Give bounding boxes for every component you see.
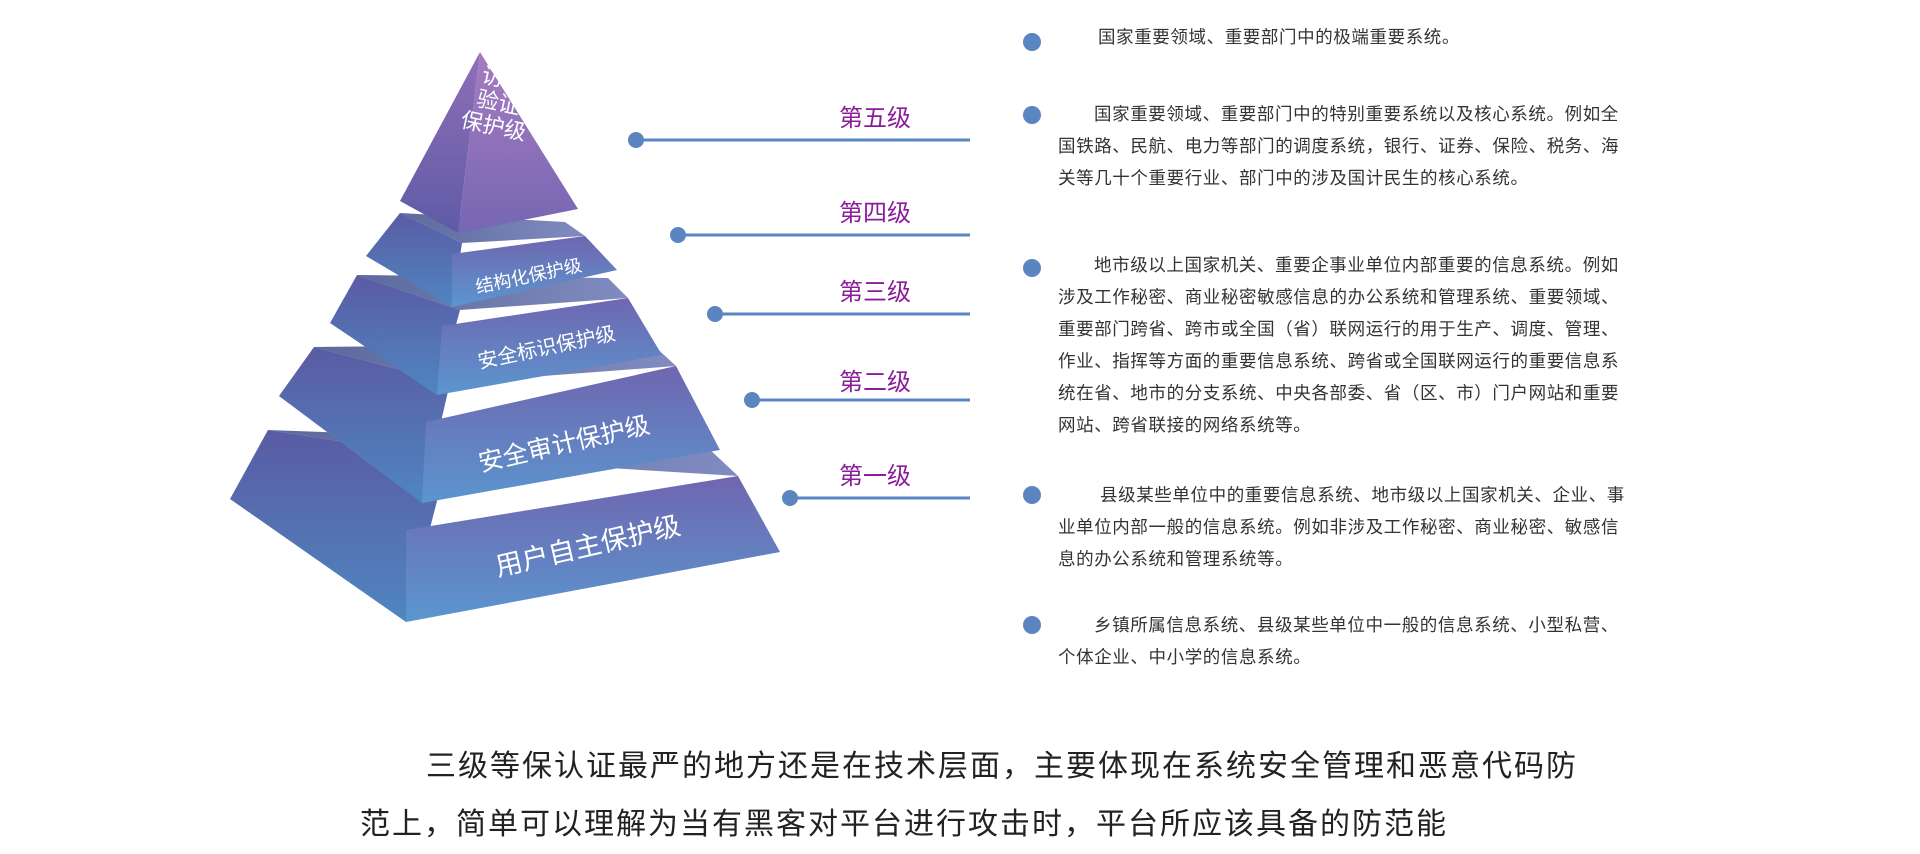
- tier-5-front-face: [458, 52, 578, 233]
- level-label: 第二级: [839, 368, 911, 396]
- pyramid-svg: 访问验证保护级 结构化保护级 安全标识保护级 安全审计保护级 用户自主保护级 第…: [230, 33, 1041, 634]
- body-paragraph: 三级等保认证最严的地方还是在技术层面，主要体现在系统安全管理和恶意代码防范上，简…: [360, 749, 1578, 842]
- tier-3-left-face: [330, 275, 460, 395]
- level-label: 第三级: [839, 278, 911, 306]
- description-bullets: [1023, 33, 1041, 634]
- level-line-dot: [628, 132, 644, 148]
- tier-5-left-face: [400, 52, 480, 233]
- tier-4-front-face: [452, 236, 617, 307]
- tier-2-left-face: [279, 347, 450, 503]
- bullet-dot: [1023, 259, 1041, 277]
- description-level-5: 国家重要领域、重要部门中的极端重要系统。: [1098, 28, 1460, 48]
- level-line-dot: [707, 306, 723, 322]
- tier-4-left-face: [366, 213, 462, 307]
- level-label: 第五级: [839, 104, 911, 132]
- level-line-dot: [782, 490, 798, 506]
- description-level-4: 国家重要领域、重要部门中的特别重要系统以及核心系统。例如全国铁路、民航、电力等部…: [1058, 105, 1620, 189]
- security-levels-diagram: 访问验证保护级 结构化保护级 安全标识保护级 安全审计保护级 用户自主保护级 第…: [230, 28, 1625, 842]
- bullet-dot: [1023, 106, 1041, 124]
- level-label: 第一级: [839, 462, 911, 490]
- level-label: 第四级: [839, 199, 911, 227]
- bullet-dot: [1023, 33, 1041, 51]
- description-level-2: 县级某些单位中的重要信息系统、地市级以上国家机关、企业、事业单位内部一般的信息系…: [1058, 486, 1625, 570]
- tier-5-label: 访问验证保护级: [458, 61, 538, 146]
- description-level-3: 地市级以上国家机关、重要企事业单位内部重要的信息系统。例如涉及工作秘密、商业秘密…: [1058, 256, 1620, 436]
- tier-3-front-face: [437, 298, 662, 395]
- description-level-1: 乡镇所属信息系统、县级某些单位中一般的信息系统、小型私营、个体企业、中小学的信息…: [1058, 616, 1619, 668]
- level-line-dot: [744, 392, 760, 408]
- tier-1-front-face: [406, 476, 780, 622]
- level-line-dot: [670, 227, 686, 243]
- bullet-dot: [1023, 486, 1041, 504]
- bullet-dot: [1023, 616, 1041, 634]
- tier-2-front-face: [422, 366, 720, 503]
